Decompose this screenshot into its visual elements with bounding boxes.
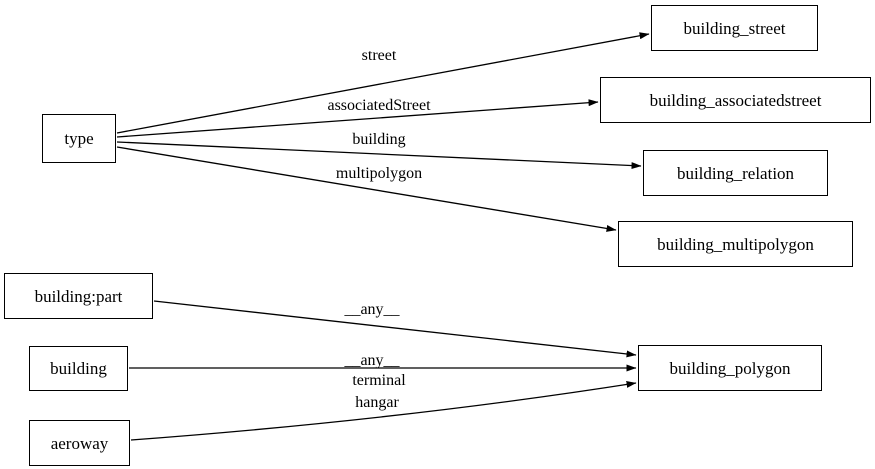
edge-aeroway-building-polygon — [130, 381, 637, 441]
edge-type-building-relation — [116, 141, 642, 170]
node-label: building_associatedstreet — [649, 90, 822, 110]
edge-type-building-multipolygon — [116, 146, 617, 232]
node-label: type — [64, 129, 94, 148]
node-label: building_relation — [676, 163, 795, 183]
node-type[interactable]: type — [42, 114, 116, 163]
edge-label-hangar: hangar — [355, 394, 399, 411]
edge-label-multipolygon: multipolygon — [335, 165, 423, 182]
edge-label-street: street — [361, 47, 397, 64]
node-label: building — [50, 359, 107, 378]
node-aeroway[interactable]: aeroway — [29, 420, 130, 466]
node-building-polygon[interactable]: building_polygon — [638, 345, 822, 391]
edge-type-building-street — [116, 32, 650, 134]
edge-building-part-building-polygon — [153, 300, 637, 358]
node-label: building_street — [683, 18, 786, 38]
node-building-relation[interactable]: building_relation — [643, 150, 828, 196]
edge-label-any-building-part: __any__ — [344, 301, 400, 318]
edge-label-any-building: __any__ — [344, 352, 400, 369]
edge-label-terminal: terminal — [352, 372, 406, 389]
edge-type-building-associatedstreet — [116, 99, 599, 138]
node-label: building_polygon — [669, 358, 791, 378]
node-label: aeroway — [50, 433, 109, 453]
node-label: building:part — [34, 286, 123, 306]
edge-label-associatedstreet: associatedStreet — [327, 97, 431, 114]
node-building-associatedstreet[interactable]: building_associatedstreet — [600, 77, 871, 123]
node-building-street[interactable]: building_street — [651, 5, 818, 51]
node-building-part[interactable]: building:part — [4, 273, 153, 319]
node-building[interactable]: building — [29, 346, 128, 391]
edge-label-building: building — [352, 131, 406, 148]
node-building-multipolygon[interactable]: building_multipolygon — [618, 221, 853, 267]
node-label: building_multipolygon — [657, 234, 814, 254]
